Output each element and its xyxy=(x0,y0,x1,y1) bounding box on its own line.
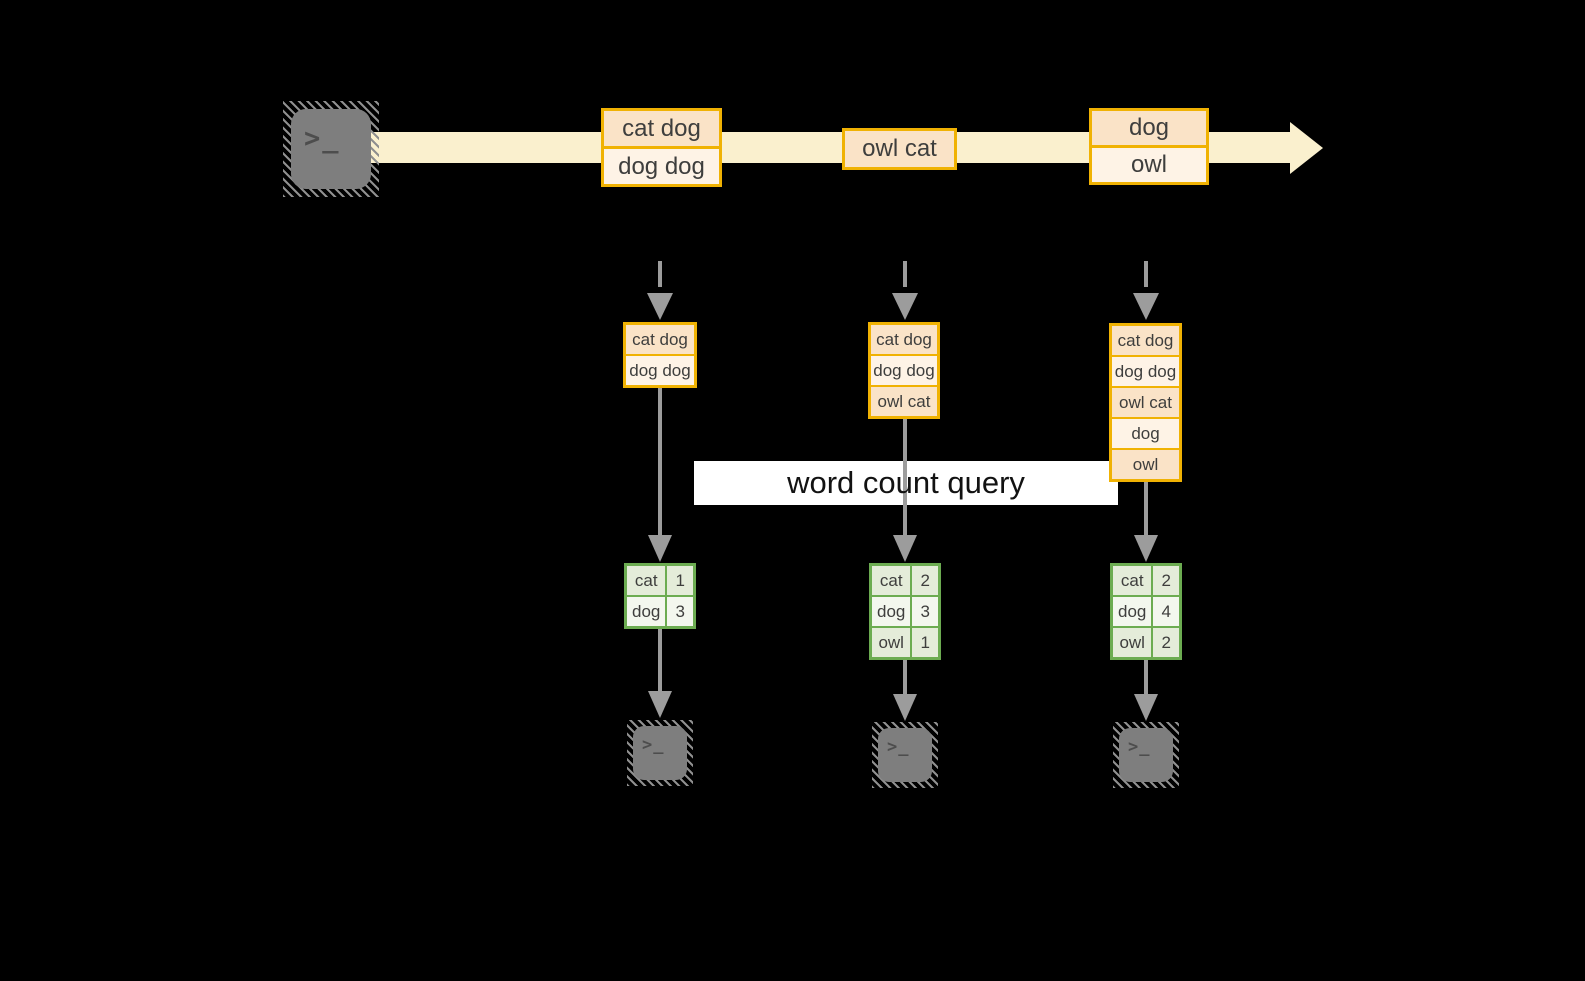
word-cell: owl xyxy=(872,628,911,657)
word-cell: owl xyxy=(1113,628,1152,657)
stream-arrow-head xyxy=(1290,122,1323,174)
stream-event: owl xyxy=(1092,148,1206,182)
stream-event-box-3: dog owl xyxy=(1089,108,1209,185)
table-row: cat 2 xyxy=(1113,566,1179,595)
down-arrow-head xyxy=(893,694,917,721)
terminal-screen: >_ xyxy=(1119,728,1173,782)
stacked-event: cat dog xyxy=(626,325,694,354)
word-count-table-3: cat 2 dog 4 owl 2 xyxy=(1110,563,1182,660)
event-stack-3: cat dog dog dog owl cat dog owl xyxy=(1109,323,1182,482)
word-cell: cat xyxy=(872,566,911,595)
word-count-table-1: cat 1 dog 3 xyxy=(624,563,696,629)
stacked-event: dog xyxy=(1112,419,1179,448)
down-arrow-head xyxy=(1134,694,1158,721)
down-arrow-head xyxy=(1134,535,1158,562)
table-row: dog 3 xyxy=(627,597,693,626)
table-row: cat 1 xyxy=(627,566,693,595)
query-label: word count query xyxy=(787,465,1025,500)
down-arrow-shaft xyxy=(658,629,662,691)
stacked-event: owl cat xyxy=(1112,388,1179,417)
stream-event-box-2: owl cat xyxy=(842,128,957,170)
word-cell: cat xyxy=(1113,566,1152,595)
table-row: owl 2 xyxy=(1113,628,1179,657)
dashed-down-arrow-shaft xyxy=(903,261,907,287)
stacked-event: dog dog xyxy=(1112,357,1179,386)
down-arrow-shaft xyxy=(658,387,662,535)
sink-terminal-icon: >_ xyxy=(1113,722,1179,788)
terminal-prompt-glyph: >_ xyxy=(1128,737,1151,757)
count-cell: 3 xyxy=(667,597,693,626)
table-row: owl 1 xyxy=(872,628,938,657)
stacked-event: dog dog xyxy=(871,356,937,385)
dashed-down-arrow-shaft xyxy=(1144,261,1148,287)
terminal-prompt-glyph: >_ xyxy=(304,123,341,154)
word-cell: cat xyxy=(627,566,666,595)
stream-event-box-1: cat dog dog dog xyxy=(601,108,722,187)
terminal-screen: >_ xyxy=(633,726,687,780)
stream-event: cat dog xyxy=(604,111,719,146)
event-stack-2: cat dog dog dog owl cat xyxy=(868,322,940,419)
stream-event: owl cat xyxy=(845,131,954,167)
stacked-event: cat dog xyxy=(871,325,937,354)
stacked-event: owl cat xyxy=(871,387,937,416)
down-arrow-shaft xyxy=(903,660,907,694)
event-stack-1: cat dog dog dog xyxy=(623,322,697,388)
word-cell: dog xyxy=(872,597,911,626)
table-row: cat 2 xyxy=(872,566,938,595)
sink-terminal-icon: >_ xyxy=(872,722,938,788)
dashed-down-arrow-head xyxy=(647,293,673,320)
terminal-prompt-glyph: >_ xyxy=(642,735,665,755)
count-cell: 2 xyxy=(912,566,938,595)
stream-event: dog xyxy=(1092,111,1206,145)
down-arrow-head xyxy=(648,691,672,718)
table-row: dog 4 xyxy=(1113,597,1179,626)
count-cell: 2 xyxy=(1153,628,1179,657)
down-arrow-shaft xyxy=(903,417,907,535)
terminal-screen: >_ xyxy=(291,109,371,189)
source-terminal-icon: >_ xyxy=(283,101,379,197)
word-count-table-2: cat 2 dog 3 owl 1 xyxy=(869,563,941,660)
count-cell: 1 xyxy=(667,566,693,595)
stacked-event: cat dog xyxy=(1112,326,1179,355)
terminal-screen: >_ xyxy=(878,728,932,782)
word-cell: dog xyxy=(1113,597,1152,626)
word-cell: dog xyxy=(627,597,666,626)
stream-event: dog dog xyxy=(604,149,719,184)
count-cell: 2 xyxy=(1153,566,1179,595)
table-row: dog 3 xyxy=(872,597,938,626)
stacked-event: dog dog xyxy=(626,356,694,385)
dashed-down-arrow-head xyxy=(892,293,918,320)
count-cell: 4 xyxy=(1153,597,1179,626)
down-arrow-shaft xyxy=(1144,660,1148,694)
down-arrow-head xyxy=(648,535,672,562)
terminal-prompt-glyph: >_ xyxy=(887,737,910,757)
stacked-event: owl xyxy=(1112,450,1179,479)
dashed-down-arrow-shaft xyxy=(658,261,662,287)
sink-terminal-icon: >_ xyxy=(627,720,693,786)
down-arrow-shaft xyxy=(1144,482,1148,535)
down-arrow-head xyxy=(893,535,917,562)
dashed-down-arrow-head xyxy=(1133,293,1159,320)
count-cell: 3 xyxy=(912,597,938,626)
count-cell: 1 xyxy=(912,628,938,657)
